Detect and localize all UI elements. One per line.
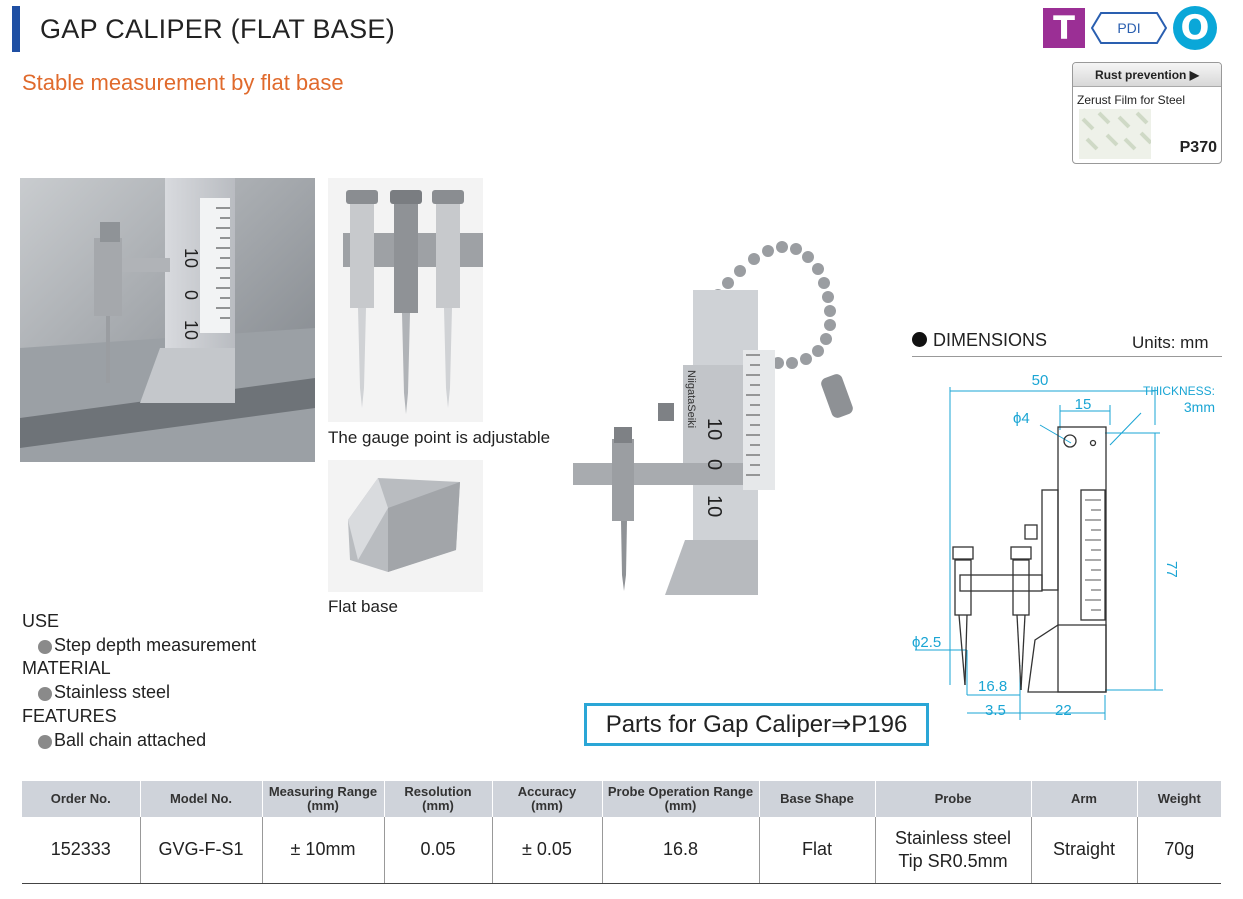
dim-base-width-label: 22 bbox=[1055, 702, 1072, 719]
header-probe: Probe bbox=[874, 781, 1031, 817]
material-item: Stainless steel bbox=[38, 681, 256, 705]
t-badge-icon: T bbox=[1043, 8, 1085, 48]
header-accuracy: Accuracy(mm) bbox=[491, 781, 602, 817]
keychain-ruler-label-zero: 0 bbox=[703, 459, 725, 470]
rust-prevention-box[interactable]: Rust prevention ▶ Zerust Film for Steel … bbox=[1072, 62, 1222, 164]
dimensions-drawing: 50 15 ϕ4 THICKNESS: 3mm 77 ϕ2.5 16.8 3.5… bbox=[905, 365, 1230, 730]
pdi-badge-icon: PDI bbox=[1090, 12, 1168, 44]
dim-probe-range-label: 16.8 bbox=[978, 678, 1007, 695]
cell-weight: 70g bbox=[1136, 817, 1221, 884]
dim-hole-label: ϕ4 bbox=[1013, 410, 1030, 427]
keychain-ruler-label-bottom: 10 bbox=[703, 495, 725, 517]
rust-page-ref: P370 bbox=[1179, 139, 1217, 156]
header-probe-operation-range: Probe Operation Range(mm) bbox=[601, 781, 759, 817]
cell-arm: Straight bbox=[1030, 817, 1137, 884]
cell-probe-operation-range: 16.8 bbox=[601, 817, 759, 884]
cell-model-no: GVG-F-S1 bbox=[139, 817, 262, 884]
flat-base-photo bbox=[328, 460, 483, 592]
keychain-caliper-photo: 10 0 10 NiigataSeiki bbox=[568, 235, 868, 605]
use-item: Step depth measurement bbox=[38, 634, 256, 658]
features-item: Ball chain attached bbox=[38, 729, 256, 753]
cell-accuracy: ± 0.05 bbox=[491, 817, 602, 884]
header-model-no: Model No. bbox=[139, 781, 262, 817]
rust-product-name: Zerust Film for Steel bbox=[1077, 93, 1186, 107]
dim-arm-offset-label: 3.5 bbox=[985, 702, 1006, 719]
dimensions-heading-label: DIMENSIONS bbox=[933, 330, 1048, 350]
keychain-brand-label: NiigataSeiki bbox=[685, 370, 697, 428]
use-heading: USE bbox=[22, 611, 60, 631]
cell-resolution: 0.05 bbox=[383, 817, 492, 884]
header-order-no: Order No. bbox=[22, 781, 140, 817]
zerust-film-image bbox=[1079, 109, 1151, 159]
dim-probe-dia-label: ϕ2.5 bbox=[912, 634, 941, 651]
dimensions-divider bbox=[912, 356, 1222, 357]
header-resolution: Resolution(mm) bbox=[383, 781, 492, 817]
header-arm: Arm bbox=[1030, 781, 1137, 817]
gauge-point-caption: The gauge point is adjustable bbox=[328, 428, 551, 447]
dimensions-heading: DIMENSIONS bbox=[912, 330, 1047, 351]
spec-list: USE Step depth measurement MATERIAL Stai… bbox=[22, 610, 256, 752]
table-row: 152333 GVG-F-S1 ± 10mm 0.05 ± 0.05 16.8 … bbox=[22, 817, 1221, 884]
usage-photo: 10 0 10 bbox=[20, 178, 315, 462]
table-header-row: Order No. Model No. Measuring Range(mm) … bbox=[22, 781, 1221, 817]
header-weight: Weight bbox=[1136, 781, 1221, 817]
page-subtitle: Stable measurement by flat base bbox=[22, 70, 344, 95]
dim-height-label: 77 bbox=[1163, 561, 1180, 578]
o-badge-icon: O bbox=[1173, 6, 1217, 50]
main-ruler-label-top: 10 bbox=[181, 248, 201, 268]
keychain-ruler-label-top: 10 bbox=[703, 418, 725, 440]
flat-base-caption: Flat base bbox=[328, 597, 398, 616]
play-arrow-icon: ▶ bbox=[1186, 68, 1199, 82]
rust-prevention-heading[interactable]: Rust prevention ▶ bbox=[1073, 63, 1221, 87]
bullet-icon bbox=[912, 332, 927, 347]
spec-table: Order No. Model No. Measuring Range(mm) … bbox=[22, 781, 1221, 884]
dim-top-offset-label: 15 bbox=[1075, 396, 1092, 413]
cell-base-shape: Flat bbox=[758, 817, 875, 884]
header-measuring-range: Measuring Range(mm) bbox=[261, 781, 384, 817]
dimensions-units: Units: mm bbox=[1132, 333, 1209, 352]
page-title: GAP CALIPER (FLAT BASE) bbox=[40, 14, 396, 44]
dim-thickness-value: 3mm bbox=[1184, 399, 1215, 415]
parts-link[interactable]: Parts for Gap Caliper⇒P196 bbox=[584, 703, 929, 746]
title-accent-bar bbox=[12, 6, 20, 52]
dim-width-label: 50 bbox=[1032, 372, 1049, 389]
cell-order-no: 152333 bbox=[22, 817, 140, 884]
pdi-badge-label: PDI bbox=[1117, 20, 1140, 36]
gauge-point-photo bbox=[328, 178, 483, 422]
rust-prevention-label: Rust prevention bbox=[1095, 68, 1187, 82]
dim-thickness-label: THICKNESS: bbox=[1143, 384, 1215, 398]
cell-measuring-range: ± 10mm bbox=[261, 817, 384, 884]
main-ruler-label-bottom: 10 bbox=[181, 320, 201, 340]
main-ruler-label-zero: 0 bbox=[181, 290, 201, 300]
material-heading: MATERIAL bbox=[22, 658, 111, 679]
header-base-shape: Base Shape bbox=[758, 781, 875, 817]
features-heading: FEATURES bbox=[22, 705, 117, 726]
